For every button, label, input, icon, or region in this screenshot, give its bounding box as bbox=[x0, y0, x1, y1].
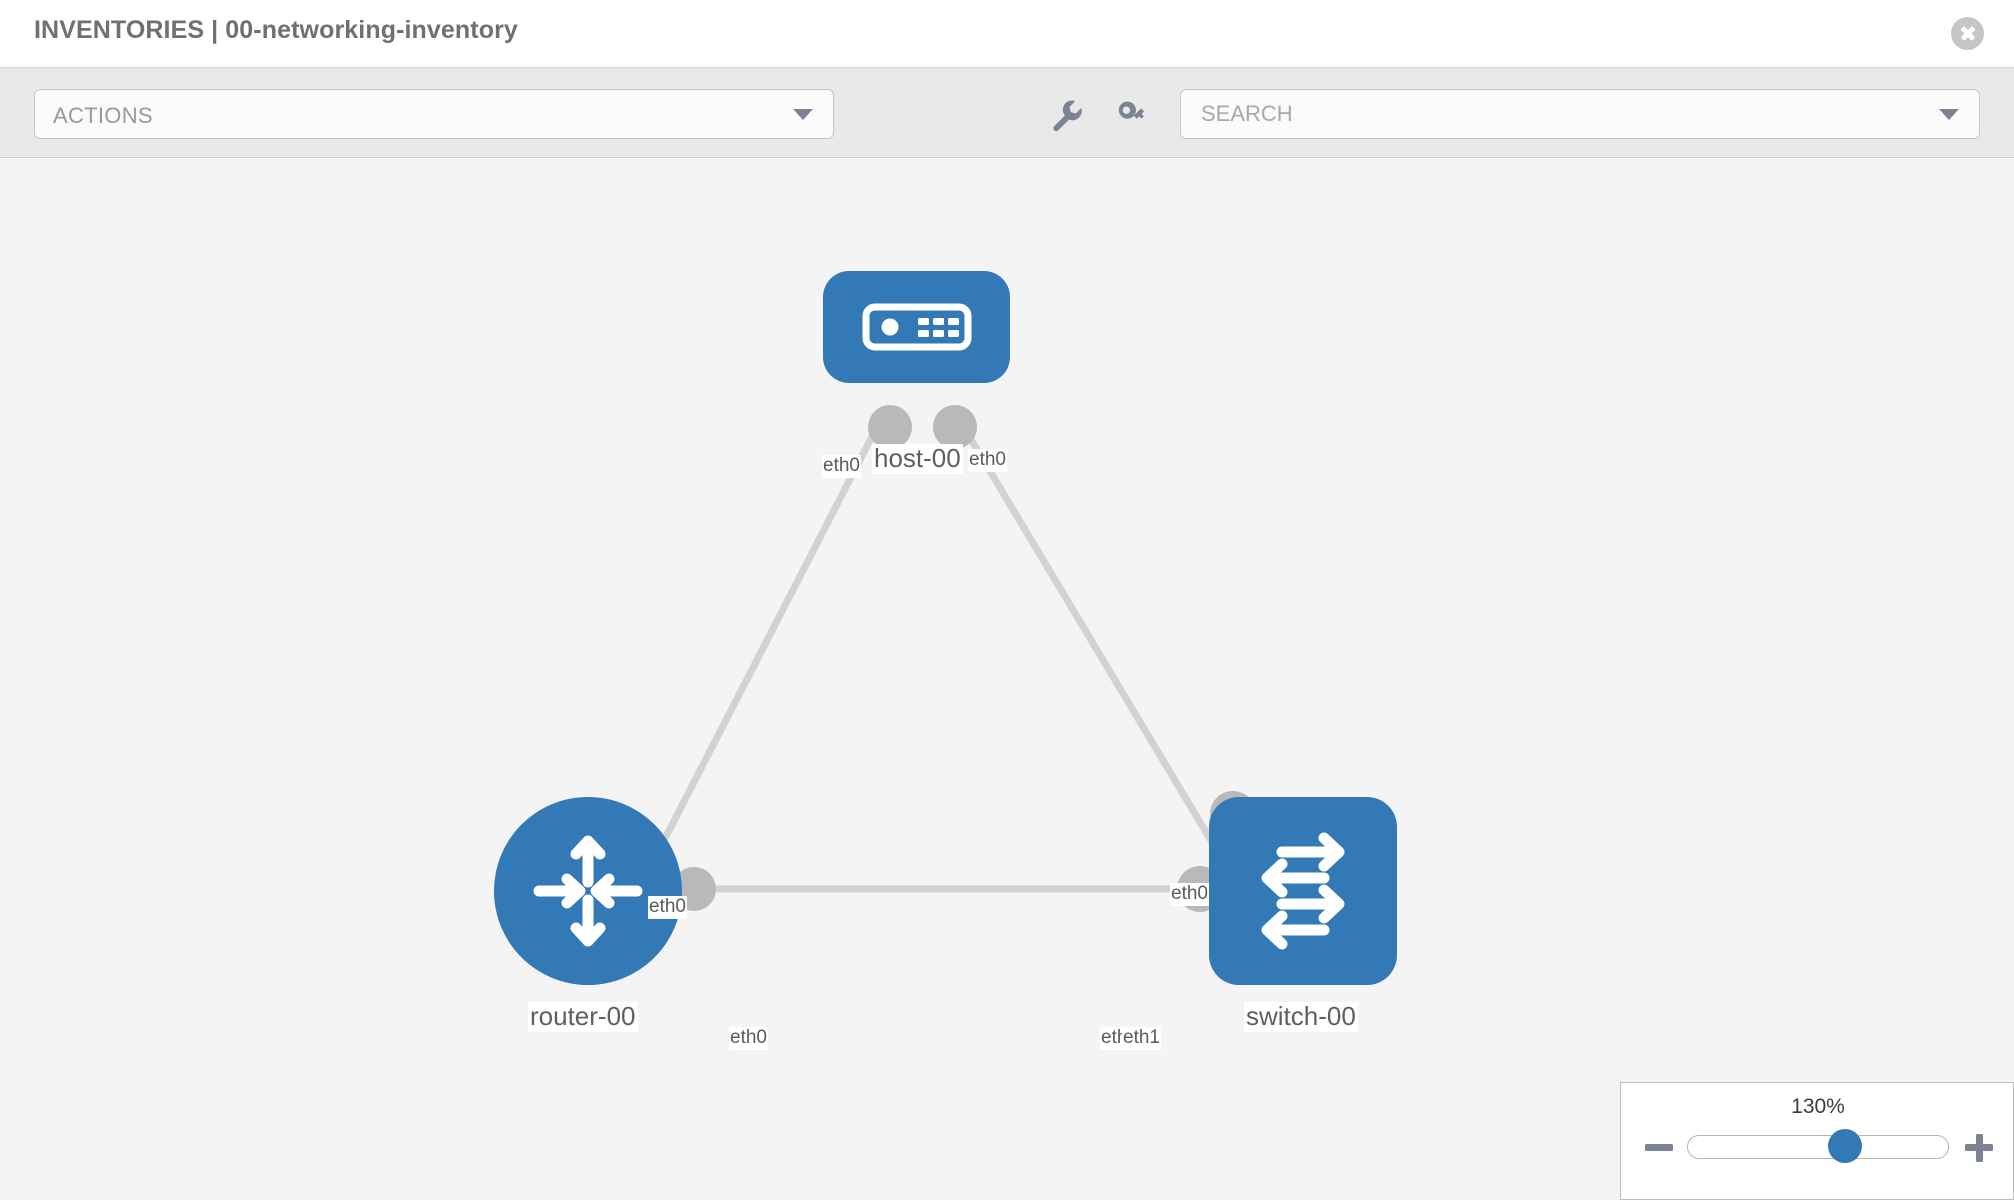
edge-label-host00-left: eth0 bbox=[822, 455, 861, 478]
node-label-router-00: router-00 bbox=[528, 1001, 638, 1032]
actions-dropdown[interactable]: ACTIONS bbox=[34, 89, 834, 139]
edge-label-host00-right: eth0 bbox=[968, 449, 1007, 472]
actions-dropdown-label: ACTIONS bbox=[53, 103, 153, 128]
port-host00-left bbox=[868, 405, 912, 449]
search-input[interactable] bbox=[1199, 90, 1919, 138]
page-title: INVENTORIES | 00-networking-inventory bbox=[34, 16, 518, 44]
zoom-level-label: 130% bbox=[1791, 1095, 1845, 1118]
zoom-in-button[interactable] bbox=[1963, 1131, 1995, 1163]
chevron-down-icon[interactable] bbox=[1939, 109, 1959, 120]
edge-label-switch00-left: eth1 bbox=[1122, 1027, 1161, 1050]
node-host-00[interactable] bbox=[823, 271, 1010, 383]
node-label-host-00: host-00 bbox=[872, 443, 963, 474]
switch-arrows-icon bbox=[1261, 832, 1345, 950]
edge-label-switch00-up: eth0 bbox=[1170, 883, 1209, 906]
router-arrows-icon bbox=[533, 835, 643, 947]
wrench-icon[interactable] bbox=[1045, 94, 1085, 134]
port-host00-right bbox=[933, 405, 977, 449]
zoom-slider-track[interactable] bbox=[1687, 1135, 1949, 1159]
close-icon[interactable] bbox=[1951, 17, 1984, 50]
zoom-out-button[interactable] bbox=[1643, 1131, 1675, 1163]
toolbar: ACTIONS bbox=[0, 68, 2014, 158]
edge-label-router00-right: eth0 bbox=[729, 1027, 768, 1050]
server-icon bbox=[862, 303, 971, 351]
chevron-down-icon bbox=[793, 109, 813, 120]
topology-canvas[interactable]: host-00 router-0 bbox=[0, 159, 2014, 1200]
node-router-00[interactable] bbox=[494, 797, 682, 985]
node-label-switch-00: switch-00 bbox=[1244, 1001, 1358, 1032]
link-host00-router00 bbox=[636, 419, 884, 889]
edge-label-router00-up: eth0 bbox=[648, 896, 687, 919]
key-icon[interactable] bbox=[1112, 94, 1152, 134]
zoom-control-panel: 130% bbox=[1620, 1082, 2014, 1200]
node-switch-00[interactable] bbox=[1209, 797, 1397, 985]
search-box[interactable] bbox=[1180, 89, 1980, 139]
page-header: INVENTORIES | 00-networking-inventory bbox=[0, 0, 2014, 68]
link-host00-switch00 bbox=[956, 419, 1244, 891]
zoom-slider-thumb[interactable] bbox=[1828, 1129, 1863, 1163]
